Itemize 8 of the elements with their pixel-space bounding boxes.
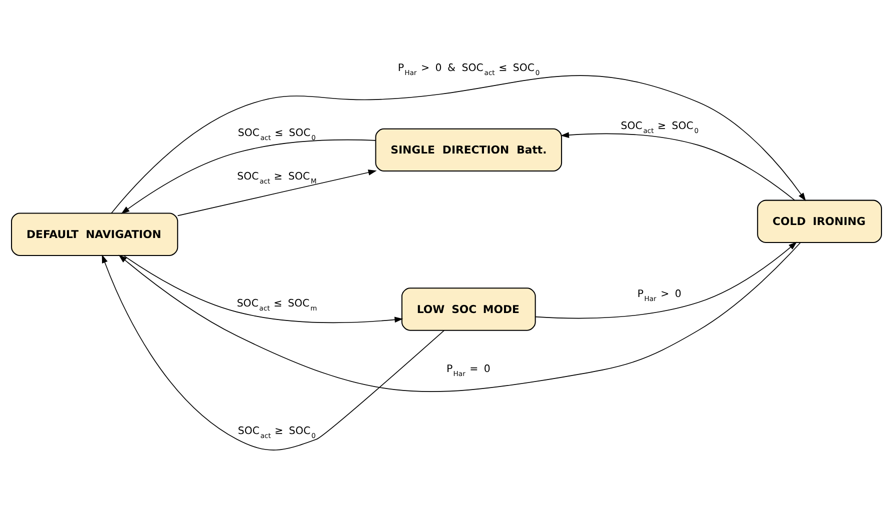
edge-label: P$_{Har}$ > 0	[637, 289, 682, 304]
edge-label: SOC$_{act}$ ≥ SOC$_{0}$	[620, 120, 699, 135]
edge-label: SOC$_{act}$ ≤ SOC$_{0}$	[238, 128, 316, 142]
edge-label: SOC$_{act}$ ≥ SOC$_{0}$	[238, 426, 316, 440]
edge-label: P$_{Har}$ = 0	[446, 364, 490, 378]
edge-label: SOC$_{act}$ ≤ SOC$_{m}$	[236, 298, 317, 313]
edge-label: P$_{Har}$ > 0 & SOC$_{act}$ ≤ SOC$_{0}$	[398, 63, 540, 78]
edge-label: SOC$_{act}$ ≥ SOC$_{M}$	[237, 171, 317, 186]
